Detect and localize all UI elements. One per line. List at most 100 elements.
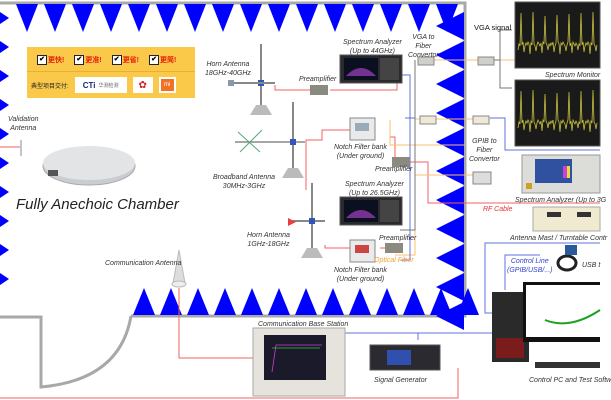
check-label: 更准! <box>85 57 102 64</box>
absorber-wedge <box>0 99 9 111</box>
label-preamplifier-3: Preamplifier <box>379 235 417 242</box>
checkbox-icon: ✔ <box>149 55 160 65</box>
label-vga-signal: VGA signal <box>474 23 512 32</box>
absorber-wedge <box>133 288 155 315</box>
huawei-logo-icon: ✿ <box>132 77 153 93</box>
antenna-mast-controller <box>532 206 601 232</box>
absorber-wedge <box>430 288 452 315</box>
chamber-title: Fully Anechoic Chamber <box>16 196 179 213</box>
label-spectrum-analyzer-44: Spectrum Analyzer(Up to 44GHz) <box>343 39 402 55</box>
absorber-wedge <box>100 4 122 32</box>
absorber-wedge <box>0 70 9 82</box>
absorber-wedge <box>380 4 402 32</box>
label-spectrum-analyzer-26: Spectrum Analyzer(Up to 26.5GHz) <box>345 181 404 197</box>
label-notch-filter-2: Notch Filter bank(Under ground) <box>334 267 387 283</box>
vga-fiber-convertor-inside <box>417 56 435 66</box>
xiaomi-logo-text: mi <box>160 79 174 91</box>
checkbox-icon: ✔ <box>111 55 122 65</box>
label-optical-fiber: Optical Fiber <box>374 257 414 264</box>
absorber-wedge <box>187 288 209 315</box>
banner-divider <box>27 71 195 72</box>
spectrum-monitor-2 <box>514 79 601 147</box>
absorber-wedge <box>16 4 38 32</box>
vga-fiber-convertor-outside <box>477 56 495 66</box>
notch-filter-2 <box>349 239 376 263</box>
check-item: ✔更准! <box>74 55 102 65</box>
check-item: ✔更简! <box>149 55 176 65</box>
gpib-fiber-convertor-outside-2 <box>472 171 492 185</box>
absorber-wedge <box>436 302 464 330</box>
spectrum-monitor-1 <box>514 1 601 69</box>
label-base-station: Communication Base Station <box>258 321 349 328</box>
horn-antenna-low <box>288 183 325 258</box>
label-rf-cable: RF Cable <box>483 206 513 213</box>
communication-base-station <box>252 327 346 397</box>
signal-generator <box>369 344 441 371</box>
preamplifier-3 <box>385 243 403 253</box>
absorber-wedge <box>436 157 464 185</box>
absorber-wedge <box>436 244 464 272</box>
broadband-antenna <box>235 102 305 178</box>
label-control-pc: Control PC and Test Softw <box>529 377 611 384</box>
communication-antenna <box>171 249 187 288</box>
label-usb: USB t <box>582 262 601 269</box>
check-label: 更快! <box>48 57 65 64</box>
absorber-wedge <box>0 244 9 256</box>
absorber-wedge <box>408 4 430 32</box>
delivery-label: 典型项目交付: <box>31 83 69 90</box>
absorber-wedge <box>156 4 178 32</box>
absorber-wedge <box>436 4 458 32</box>
label-communication-antenna: Communication Antenna <box>105 260 182 267</box>
horn-antenna-high <box>228 44 275 115</box>
spectrum-analyzer-44ghz <box>339 54 403 84</box>
label-notch-filter-1: Notch Filter bank(Under ground) <box>334 144 387 160</box>
absorber-wedge <box>0 12 9 24</box>
label-preamplifier-1: Preamplifier <box>299 76 337 83</box>
notch-filter-1 <box>349 117 376 141</box>
absorber-wedge <box>436 70 464 98</box>
absorber-wedge <box>322 288 344 315</box>
absorber-wedge <box>0 273 9 285</box>
label-spectrum-analyzer-3g: Spectrum Analyzer (Up to 3G <box>515 197 607 204</box>
absorber-wedge <box>184 4 206 32</box>
absorber-wedge <box>436 186 464 214</box>
absorber-wedge <box>240 4 262 32</box>
absorber-wedge <box>403 288 425 315</box>
checkbox-icon: ✔ <box>74 55 85 65</box>
check-label: 更简! <box>160 57 177 64</box>
preamplifier-1 <box>310 85 328 95</box>
absorber-wedge <box>436 128 464 156</box>
cti-logo-text: CTi <box>82 80 96 90</box>
check-item: ✔更快! <box>37 55 64 65</box>
absorber-wedge <box>241 288 263 315</box>
spectrum-analyzer-3ghz <box>521 154 601 194</box>
label-preamplifier-2: Preamplifier <box>375 166 413 173</box>
absorbers-bottom <box>133 288 479 315</box>
absorber-wedge <box>376 288 398 315</box>
check-item: ✔更省! <box>111 55 139 65</box>
label-antenna-mast-controller: Antenna Mast / Turntable Contr <box>510 235 608 242</box>
chamber-walls <box>0 1 467 389</box>
label-control-line: Control Line(GPIB/USB/...) <box>507 258 553 274</box>
control-pc <box>492 282 601 368</box>
absorber-wedge <box>436 99 464 127</box>
absorber-wedge <box>457 288 479 315</box>
absorber-wedge <box>268 4 290 32</box>
absorber-wedge <box>160 288 182 315</box>
turntable <box>42 146 136 186</box>
absorber-wedge <box>436 273 464 301</box>
gpib-fiber-convertor-inside <box>419 115 437 125</box>
checkbox-icon: ✔ <box>37 55 47 65</box>
absorber-wedge <box>0 157 9 169</box>
absorber-wedge <box>0 128 9 140</box>
absorber-wedge <box>0 41 9 53</box>
label-spectrum-monitor: Spectrum Monitor <box>545 72 601 79</box>
absorber-wedge <box>268 288 290 315</box>
